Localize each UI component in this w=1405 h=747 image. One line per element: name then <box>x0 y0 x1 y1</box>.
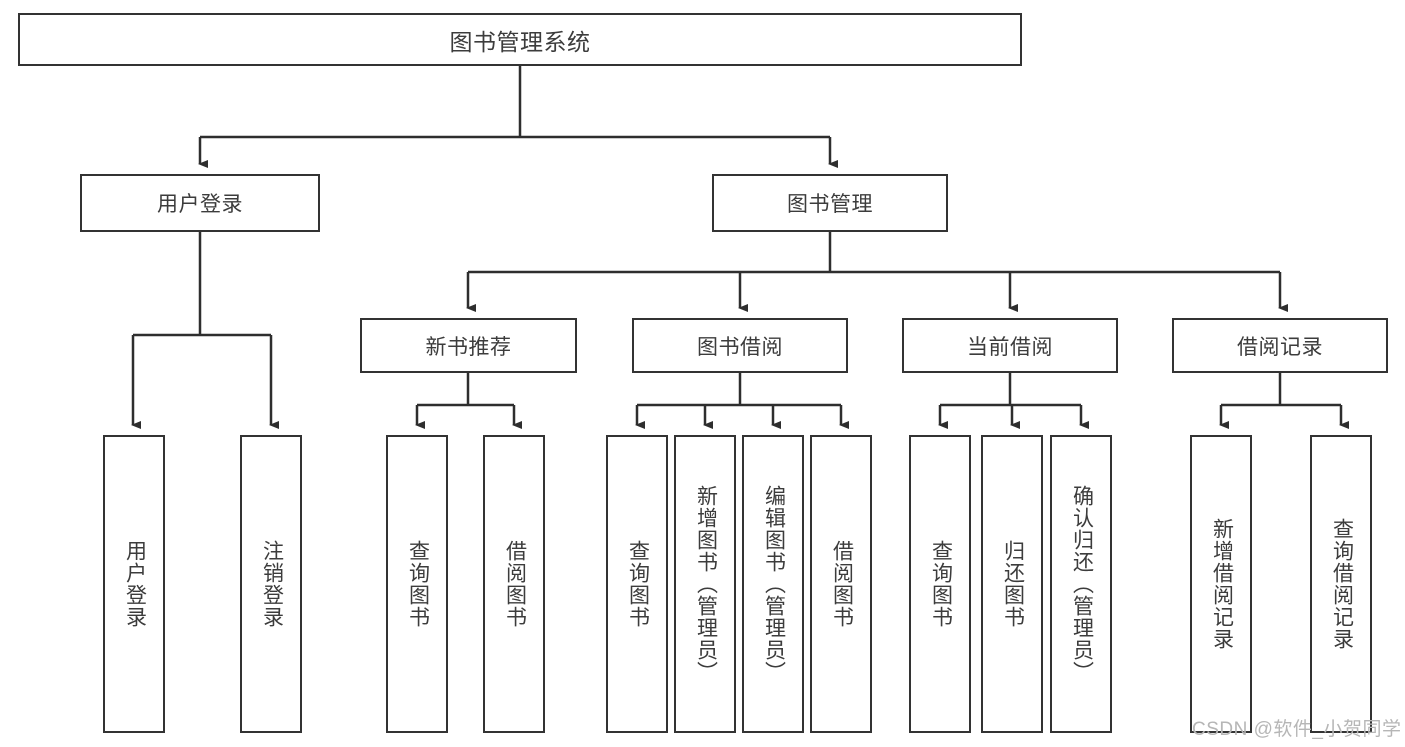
leaf-node-add-borrow-record[interactable]: 新增借阅记录 <box>1190 435 1252 733</box>
node-current-borrowing[interactable]: 当前借阅 <box>902 318 1118 373</box>
node-label: 借阅记录 <box>1237 335 1323 359</box>
leaf-node-add-book-admin[interactable]: 新增图书（管理员） <box>674 435 736 733</box>
node-label: 归还图书 <box>1001 540 1025 628</box>
node-label: 用户登录 <box>123 540 147 628</box>
node-label: 查询图书 <box>406 540 430 628</box>
node-label: 新书推荐 <box>425 335 512 359</box>
node-label: 新增图书（管理员） <box>694 485 718 683</box>
leaf-node-edit-book-admin[interactable]: 编辑图书（管理员） <box>742 435 804 733</box>
node-label: 用户登录 <box>157 193 243 216</box>
node-label: 新增借阅记录 <box>1210 518 1234 650</box>
node-label: 查询图书 <box>626 540 650 628</box>
node-label: 查询借阅记录 <box>1330 518 1354 650</box>
node-label: 查询图书 <box>929 540 953 628</box>
leaf-node-query-book-recommendation[interactable]: 查询图书 <box>386 435 448 733</box>
leaf-node-borrow-book-recommendation[interactable]: 借阅图书 <box>483 435 545 733</box>
node-user-login[interactable]: 用户登录 <box>80 174 320 232</box>
node-borrowing-record[interactable]: 借阅记录 <box>1172 318 1388 373</box>
node-label: 借阅图书 <box>830 540 854 628</box>
node-label: 借阅图书 <box>503 540 527 628</box>
node-label: 图书管理 <box>787 193 873 216</box>
leaf-node-query-borrow-record[interactable]: 查询借阅记录 <box>1310 435 1372 733</box>
node-book-management[interactable]: 图书管理 <box>712 174 948 232</box>
leaf-node-query-book[interactable]: 查询图书 <box>606 435 668 733</box>
node-label: 当前借阅 <box>967 335 1053 359</box>
leaf-node-borrow-book[interactable]: 借阅图书 <box>810 435 872 733</box>
node-label: 注销登录 <box>260 540 284 628</box>
node-label: 图书借阅 <box>697 335 783 359</box>
leaf-node-return-book[interactable]: 归还图书 <box>981 435 1043 733</box>
leaf-node-query-current-book[interactable]: 查询图书 <box>909 435 971 733</box>
csdn-watermark: CSDN @软件_小贺同学 <box>1192 719 1402 740</box>
node-root-title[interactable]: 图书管理系统 <box>18 13 1022 66</box>
leaf-node-confirm-return-admin[interactable]: 确认归还（管理员） <box>1050 435 1112 733</box>
leaf-node-user-login[interactable]: 用户登录 <box>103 435 165 733</box>
node-label: 编辑图书（管理员） <box>762 485 786 683</box>
node-label: 确认归还（管理员） <box>1070 485 1094 683</box>
leaf-node-logout[interactable]: 注销登录 <box>240 435 302 733</box>
node-new-book-recommendation[interactable]: 新书推荐 <box>360 318 577 373</box>
node-book-borrowing[interactable]: 图书借阅 <box>632 318 848 373</box>
node-label: 图书管理系统 <box>449 28 591 55</box>
